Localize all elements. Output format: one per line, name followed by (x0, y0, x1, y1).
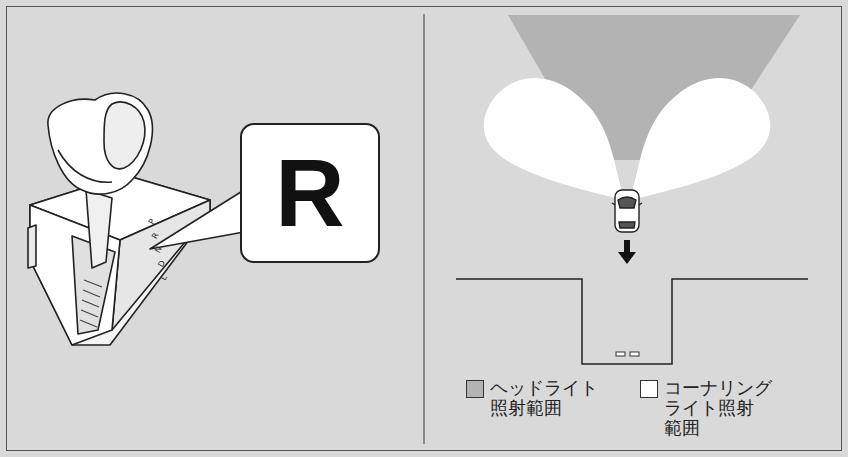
wheel-stop (616, 352, 625, 356)
direction-arrow (618, 240, 636, 264)
car (612, 190, 642, 232)
legend-swatch (640, 380, 658, 398)
legend-text: ヘッドライト 照射範囲 (490, 378, 610, 418)
callout-box: R (240, 123, 380, 263)
legend-swatch (466, 380, 484, 398)
gear-position-letter: N (154, 245, 164, 254)
shift-lever (28, 93, 210, 345)
leader (150, 190, 244, 249)
divider (423, 14, 424, 444)
cornering-range (630, 78, 770, 200)
callout-letter: R (275, 145, 344, 241)
gear-position-letter: R (151, 232, 161, 241)
frame (7, 7, 842, 451)
cornering-range (484, 78, 624, 200)
wheel-stop (630, 352, 639, 356)
gear-position-letter: L (160, 274, 169, 282)
gear-position-letter: D (157, 259, 167, 268)
parking-lines (456, 279, 808, 364)
gear-position-letter: P (148, 218, 157, 226)
legend-text: コーナリング ライト照射 範囲 (664, 378, 794, 438)
